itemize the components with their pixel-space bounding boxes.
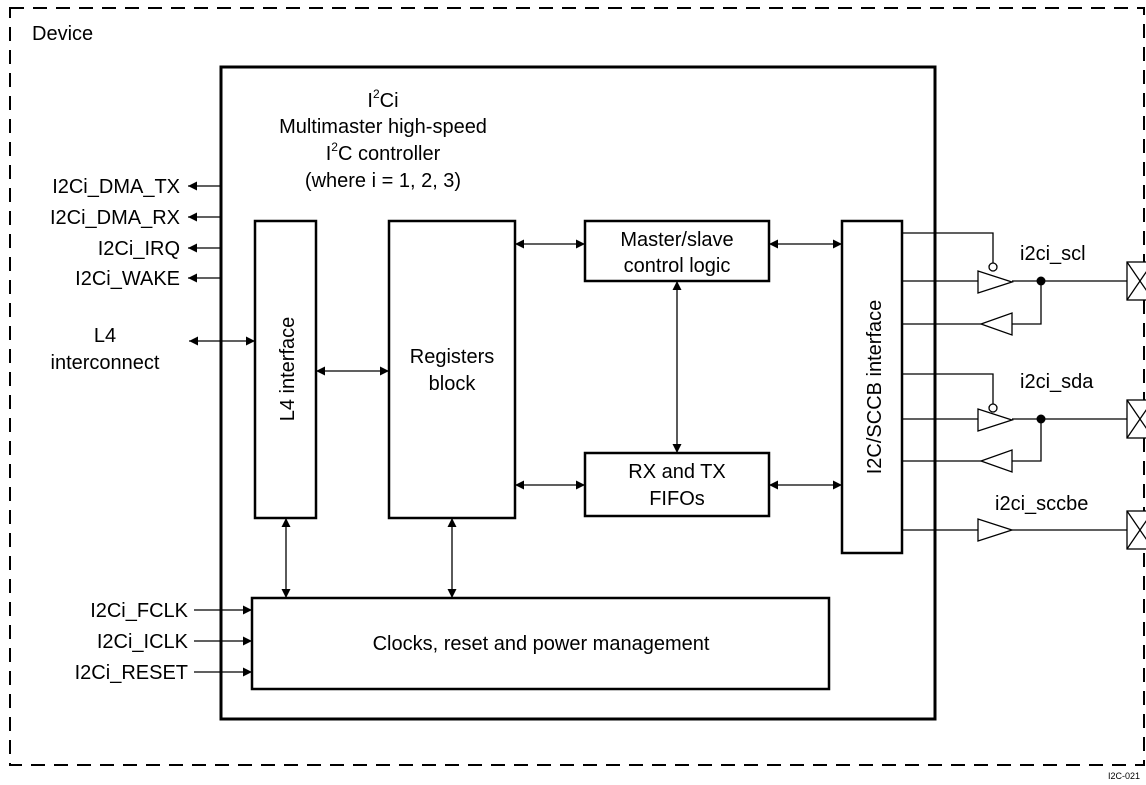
l4-interface-label: L4 interface: [277, 317, 299, 422]
device-label: Device: [32, 23, 93, 45]
l4-interconnect-label-2: interconnect: [51, 352, 160, 374]
rx-tx-label-2: FIFOs: [649, 488, 705, 510]
signal-dma-rx-label: I2Ci_DMA_RX: [50, 207, 180, 229]
registers-block: [387, 219, 517, 520]
pin-sda-label: i2ci_sda: [1020, 371, 1094, 393]
signal-dma-tx-label: I2Ci_DMA_TX: [52, 176, 180, 198]
controller-subtitle-1: Multimaster high-speed: [279, 116, 487, 138]
controller-title: I2Ci: [367, 87, 398, 112]
signal-fclk-label: I2Ci_FCLK: [90, 600, 188, 622]
sda-pad-icon: [1126, 399, 1146, 439]
l4-interconnect-label-1: L4: [94, 325, 116, 347]
master-slave-label-1: Master/slave: [620, 229, 733, 251]
master-slave-label-2: control logic: [624, 255, 731, 277]
controller-subtitle-2: I2C controller: [326, 140, 441, 165]
signal-wake-label: I2Ci_WAKE: [75, 268, 180, 290]
scl-io-circuit: [902, 232, 1127, 336]
pin-scl-label: i2ci_scl: [1020, 243, 1086, 265]
signal-iclk-label: I2Ci_ICLK: [97, 631, 189, 653]
sccbe-pad-icon: [1126, 510, 1146, 550]
registers-label-1: Registers: [410, 346, 494, 368]
sccbe-io-circuit: [902, 518, 1127, 542]
rx-tx-label-1: RX and TX: [628, 461, 725, 483]
clocks-reset-power-block: [250, 596, 831, 691]
scl-pad-icon: [1126, 261, 1146, 301]
figure-id: I2C-021: [1108, 771, 1140, 781]
clocks-reset-power-label: Clocks, reset and power management: [373, 633, 710, 655]
controller-subtitle-3: (where i = 1, 2, 3): [305, 170, 461, 192]
sda-io-circuit: [902, 373, 1127, 473]
signal-irq-label: I2Ci_IRQ: [98, 238, 180, 260]
pin-sccbe-label: i2ci_sccbe: [995, 493, 1088, 515]
i2c-sccb-interface-block: [840, 219, 904, 555]
master-slave-block: [583, 219, 771, 283]
registers-label-2: block: [429, 373, 477, 395]
i2c-sccb-interface-label: I2C/SCCB interface: [864, 300, 886, 475]
signal-reset-label: I2Ci_RESET: [75, 662, 188, 684]
